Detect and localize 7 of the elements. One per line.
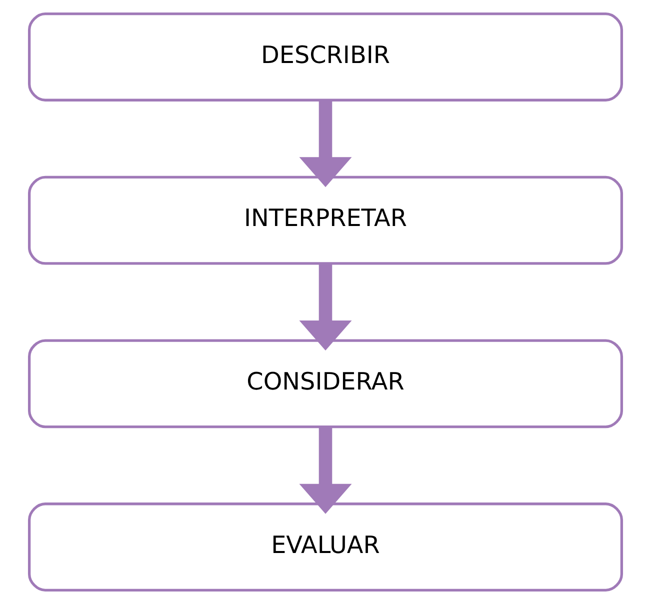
node-box: INTERPRETAR xyxy=(27,176,623,265)
arrow xyxy=(298,100,352,188)
node-box: CONSIDERAR xyxy=(27,339,623,428)
arrow xyxy=(298,427,352,514)
node-box: DESCRIBIR xyxy=(27,12,623,102)
arrow xyxy=(298,264,352,350)
node-box: EVALUAR xyxy=(27,502,623,592)
